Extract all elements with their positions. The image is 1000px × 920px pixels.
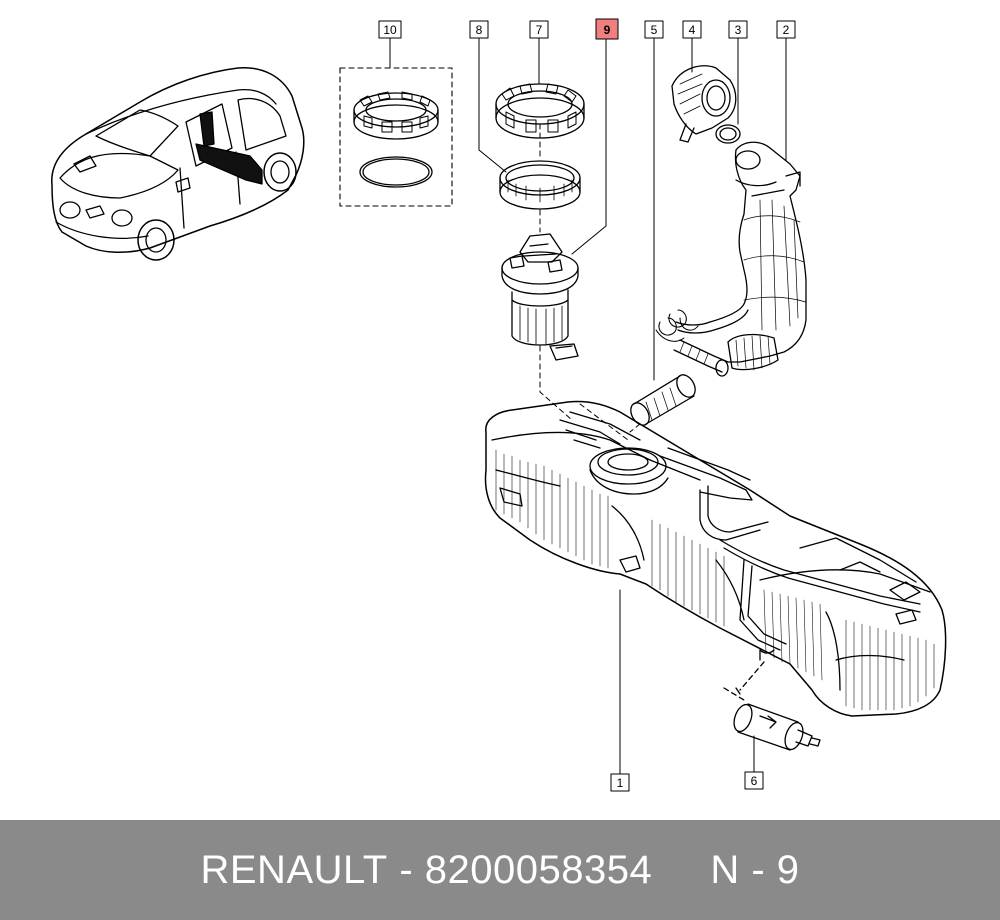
spacer xyxy=(652,848,710,893)
callout-1: 1 xyxy=(610,773,630,792)
part-4-filler-cap xyxy=(671,65,737,143)
callout-labels: 10 8 7 9 5 4 3 2 xyxy=(378,18,796,792)
callout-7-box xyxy=(529,20,549,39)
callout-5-label: 5 xyxy=(651,23,658,37)
callout-3: 3 xyxy=(728,20,748,39)
callout-3-label: 3 xyxy=(735,23,742,37)
part-number: 8200058354 xyxy=(424,847,653,892)
callout-9-box xyxy=(595,18,619,40)
diagram-position: N - 9 xyxy=(710,847,800,892)
callout-8-label: 8 xyxy=(476,23,483,37)
callout-3-box xyxy=(728,20,748,39)
footer-bar: RENAULT - 8200058354 N - 9 xyxy=(0,820,1000,920)
callout-10: 10 xyxy=(378,20,402,39)
callout-9-label: 9 xyxy=(604,23,611,37)
callout-6-label: 6 xyxy=(751,774,758,788)
leader-lines xyxy=(389,37,787,775)
callout-9: 9 xyxy=(595,18,619,40)
callout-1-label: 1 xyxy=(617,776,624,790)
callout-4-label: 4 xyxy=(689,23,696,37)
callout-2: 2 xyxy=(776,20,796,39)
separator: - xyxy=(387,847,425,892)
brand-name: RENAULT xyxy=(200,847,388,892)
part-6-fuel-filter xyxy=(723,649,821,751)
callout-10-box xyxy=(378,20,402,39)
callout-8-box xyxy=(469,20,489,39)
callout-2-box xyxy=(776,20,796,39)
callout-1-box xyxy=(610,773,630,792)
car-illustration xyxy=(51,67,305,261)
parts-diagram: 10 8 7 9 5 4 3 2 xyxy=(51,18,947,792)
alignment-lines xyxy=(539,123,641,441)
part-8-gasket xyxy=(499,160,581,210)
callout-8: 8 xyxy=(469,20,489,39)
part-2-filler-neck xyxy=(655,141,807,377)
part-1-fuel-tank xyxy=(484,400,947,717)
callout-5-box xyxy=(644,20,664,39)
footer-caption: RENAULT - 8200058354 N - 9 xyxy=(0,820,1000,920)
part-3-o-ring xyxy=(715,124,741,144)
callout-4-box xyxy=(682,20,702,39)
callout-5: 5 xyxy=(644,20,664,39)
part-9-fuel-pump-module xyxy=(501,233,579,361)
callout-6-box xyxy=(744,771,764,790)
callout-4: 4 xyxy=(682,20,702,39)
part-7-locking-ring xyxy=(495,83,585,139)
part-10-kit xyxy=(339,67,453,207)
callout-10-label: 10 xyxy=(383,23,397,37)
callout-7-label: 7 xyxy=(536,23,543,37)
callout-2-label: 2 xyxy=(783,23,790,37)
part-5-hose-sleeve xyxy=(630,374,696,426)
callout-7: 7 xyxy=(529,20,549,39)
callout-6: 6 xyxy=(744,771,764,790)
